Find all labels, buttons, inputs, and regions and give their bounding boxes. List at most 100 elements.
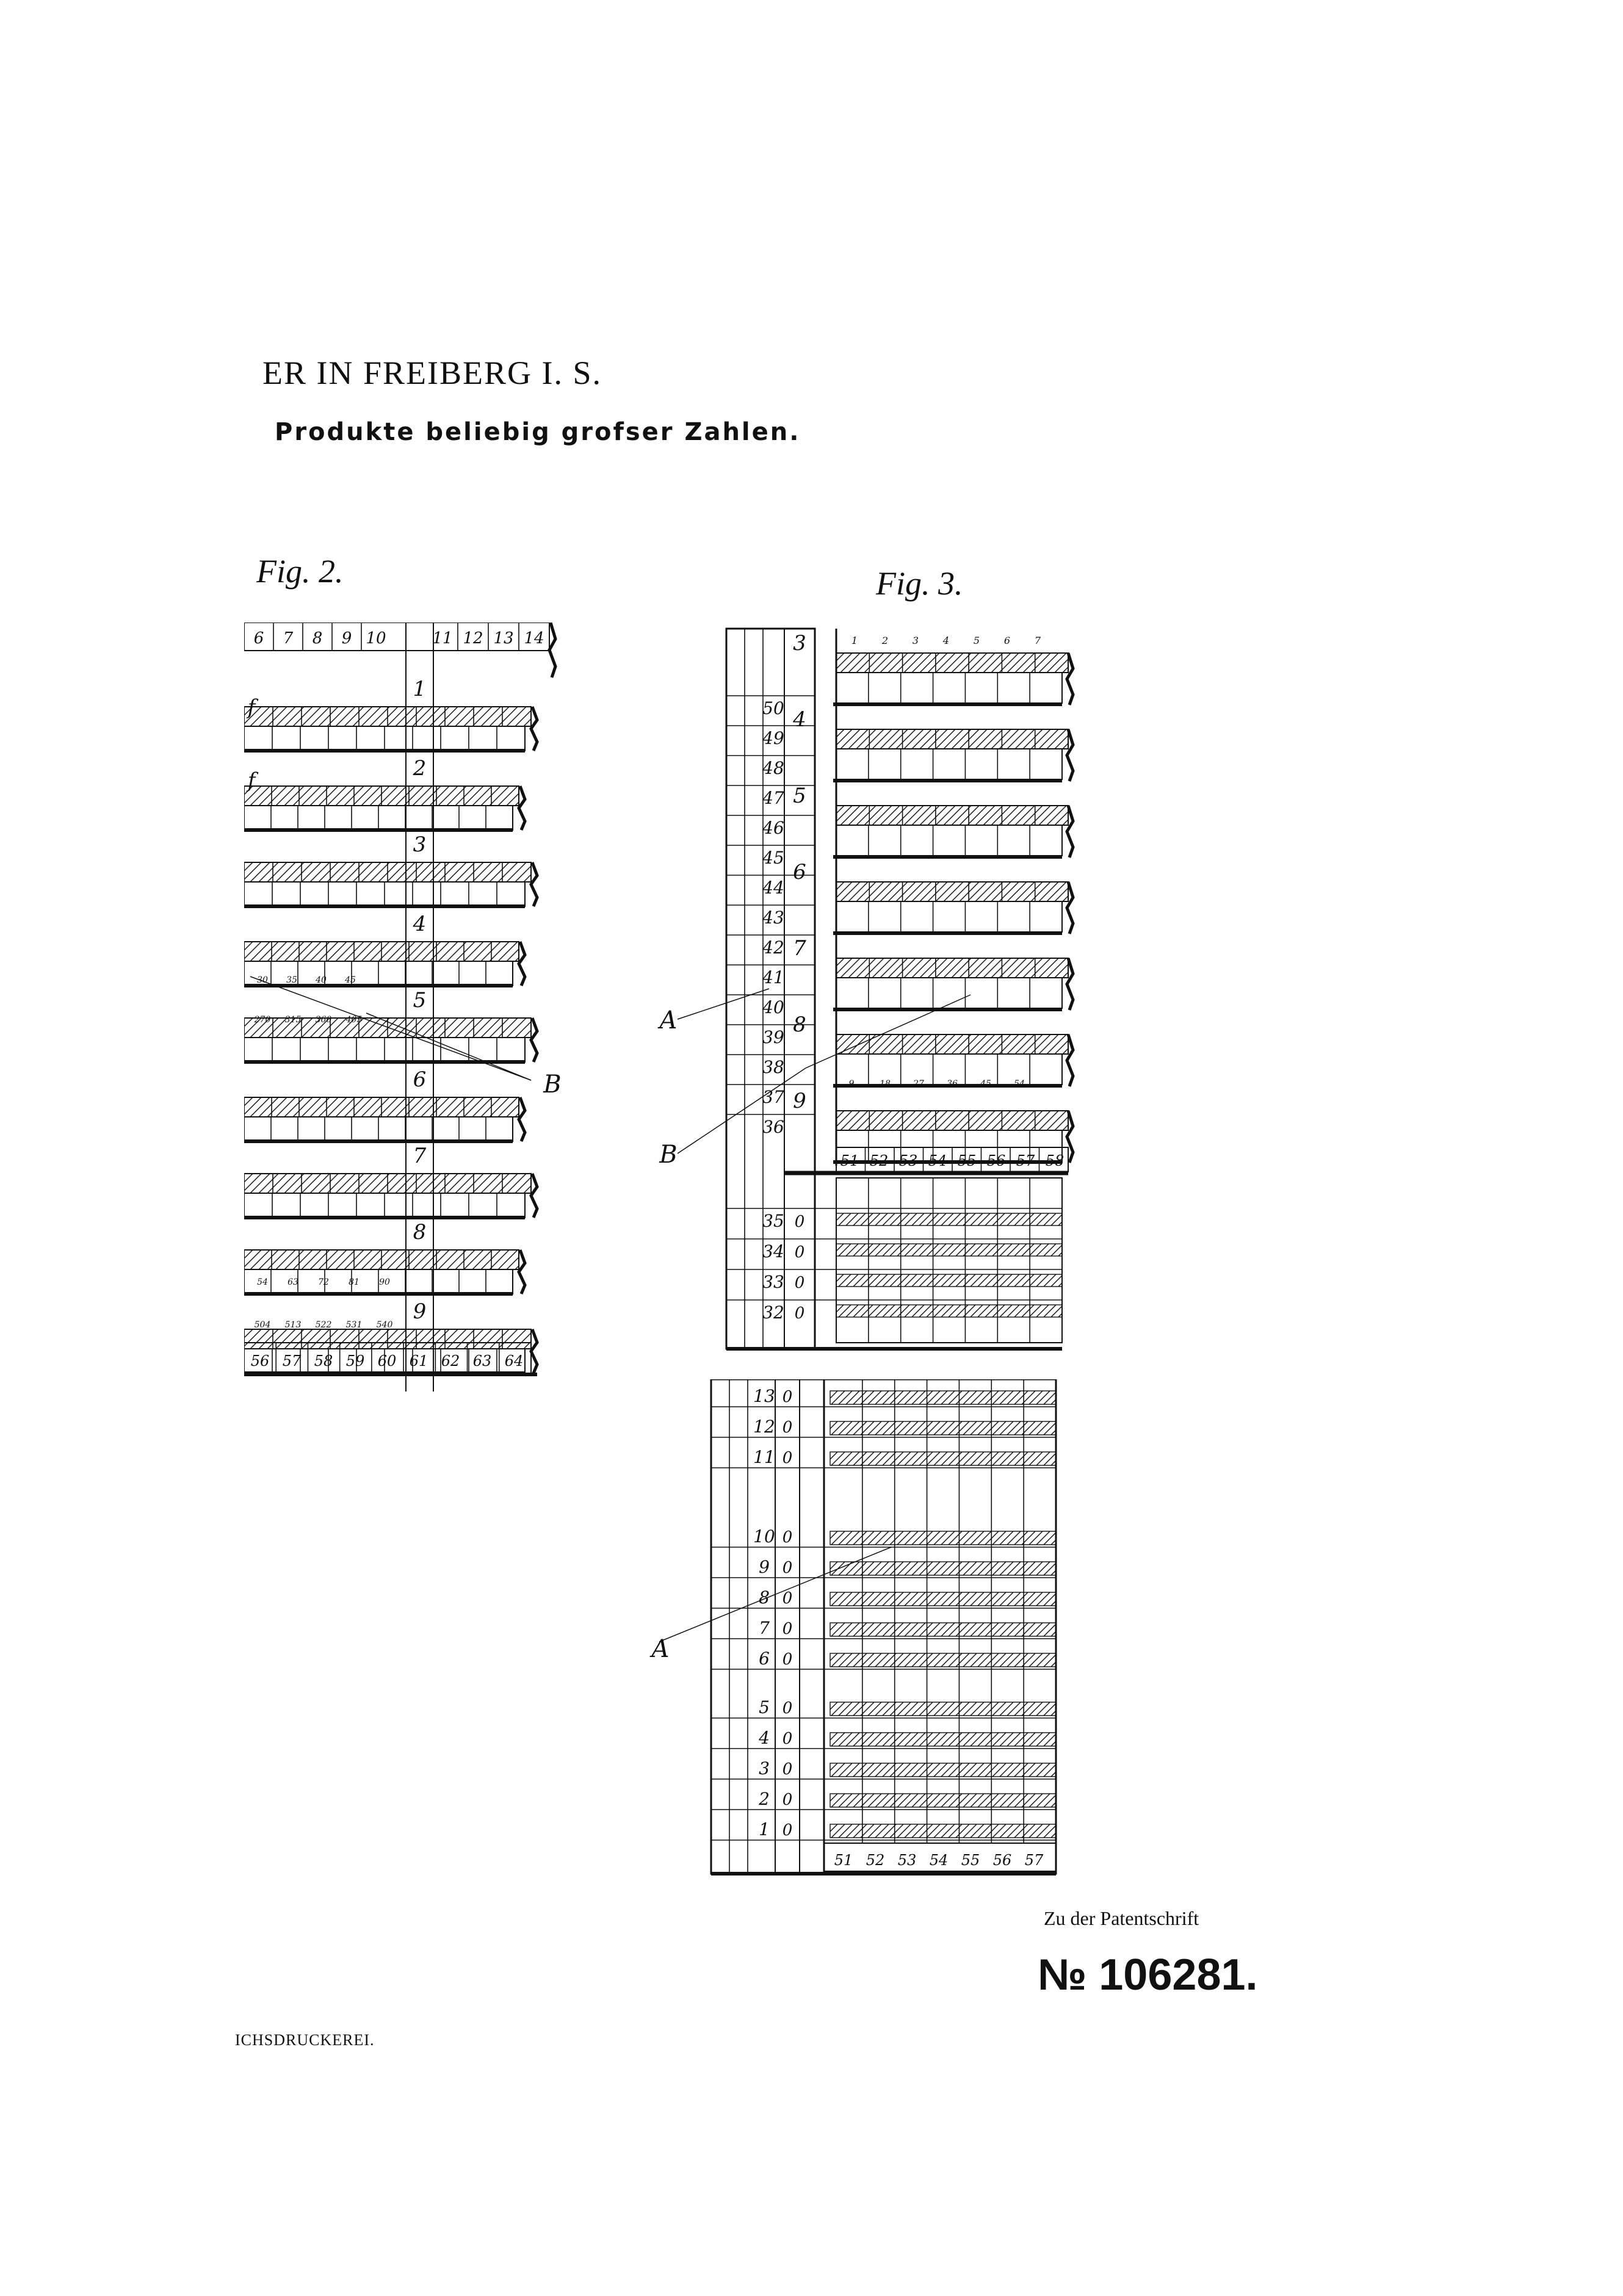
fig2-hatch-line — [403, 1173, 424, 1194]
fig3-hatch-line — [875, 1732, 889, 1747]
fig3-hatch-line — [985, 1213, 998, 1226]
fig2-hatch-line — [244, 1173, 262, 1191]
fig3-hatch-line — [845, 1702, 860, 1716]
fig3-hatch-line — [867, 1451, 882, 1466]
fig3-hatch-line — [856, 652, 877, 673]
fig2-hatch-line — [352, 1329, 373, 1349]
fig2-hatch-line — [480, 1097, 501, 1117]
fig3-hatch-line — [903, 652, 924, 673]
fig3-hatch-line — [1014, 1421, 1028, 1435]
fig3-bottom-label: 54 — [928, 1152, 947, 1169]
fig2-small-label: 45 — [344, 975, 356, 985]
fig2-hatch-line — [244, 862, 262, 880]
fig3-hatch-line — [1050, 1661, 1057, 1667]
fig3-hatch-line — [845, 1451, 860, 1466]
fig3-hatch-line — [1062, 666, 1069, 673]
fig3-zero-digit: 0 — [783, 1559, 793, 1577]
fig3-left-number: 5 — [759, 1697, 770, 1717]
fig2-hatch-line — [489, 1173, 510, 1194]
fig3-hatch-line — [897, 1702, 911, 1716]
fig3-hatch-line — [1038, 958, 1059, 978]
fig3-hatch-line — [970, 1531, 985, 1545]
fig3-hatch-line — [1028, 1622, 1043, 1637]
fig3-hatch-line — [911, 1110, 932, 1131]
fig2-hatch-line — [480, 1329, 501, 1349]
fig2-hatch-line — [395, 1329, 416, 1349]
fig3-hatch-line — [860, 1793, 875, 1808]
fig3-hatch-line — [959, 652, 980, 673]
fig2-hatch-line — [412, 785, 433, 806]
fig2-caption: Fig. 2. — [256, 553, 344, 590]
fig2-hatch-line — [275, 1249, 296, 1270]
fig3-hatch-line — [860, 1304, 873, 1318]
fig3-hatch-line — [955, 1793, 970, 1808]
fig2-hatch-line — [386, 1329, 407, 1349]
fig2-hatch-line — [421, 785, 441, 806]
fig3-hatch-line — [959, 881, 980, 902]
fig3-hatch-line — [1046, 652, 1067, 673]
fig3-hatch-line — [872, 729, 892, 749]
fig3-hatch-line — [845, 1421, 860, 1435]
fig3-hatch-line — [836, 1034, 853, 1051]
fig3-hatch-line — [830, 1421, 838, 1429]
fig3-hatch-line — [1014, 1732, 1028, 1747]
fig2-small-label: 540 — [377, 1320, 393, 1330]
fig2-hatch-line — [463, 1249, 484, 1270]
fig2-small-label: 531 — [346, 1320, 363, 1330]
fig3-hatch-line — [955, 1763, 970, 1777]
fig3-hatch-line — [963, 1531, 977, 1545]
fig3-hatch-line — [1014, 1451, 1028, 1466]
fig3-hatch-line — [887, 1110, 908, 1131]
fig3-leader-line — [677, 988, 770, 1020]
fig2-hatch-line — [523, 874, 532, 883]
fig2-hatch-line — [309, 1173, 330, 1194]
fig3-hatch-line — [977, 1763, 992, 1777]
fig3-hatch-line — [955, 1390, 970, 1405]
fig2-hatch-line — [284, 1249, 305, 1270]
fig2-hatch-line — [335, 1017, 356, 1038]
fig3-hatch-line — [977, 1531, 992, 1545]
fig3-hatch-line — [845, 1561, 860, 1576]
fig3-hatch-line — [983, 652, 1003, 673]
fig2-top-label: 12 — [463, 629, 483, 648]
fig3-hatch-line — [941, 1243, 954, 1257]
fig3-torn-edge — [1065, 881, 1075, 934]
fig3-hatch-line — [1030, 652, 1051, 673]
fig3-hatch-line — [860, 1274, 873, 1287]
fig2-hatch-line — [352, 785, 373, 806]
fig3-hatch-line — [882, 1421, 897, 1435]
fig3-hatch-line — [941, 1824, 955, 1838]
fig2-hatch-line — [386, 1249, 407, 1270]
fig3-hatch-line — [992, 1763, 1007, 1777]
fig3-hatch-line — [1014, 1274, 1027, 1287]
fig3-hatch-line — [831, 1763, 845, 1777]
fig3-hatch-line — [889, 1390, 904, 1405]
fig2-hatch-line — [292, 1097, 313, 1117]
fig2-hatch-line — [301, 1329, 322, 1349]
fig2-top-label: 9 — [342, 629, 352, 648]
fig3-hatch-line — [904, 1243, 917, 1257]
fig3-hatch-line — [991, 1110, 1011, 1131]
fig2-center-number: 8 — [413, 1220, 427, 1244]
fig3-hatch-line — [882, 1763, 897, 1777]
fig3-hatch-line — [1021, 1653, 1036, 1667]
fig2-center-number: 6 — [413, 1067, 427, 1092]
fig3-hatch-line — [1007, 1034, 1027, 1055]
fig3-hatch-line — [836, 652, 853, 670]
fig2-hatch-line — [403, 1097, 424, 1117]
header-title: ER IN FREIBERG I. S. — [262, 355, 602, 391]
fig3-hatch-line — [853, 1304, 866, 1318]
fig3-hatch-line — [836, 1034, 845, 1043]
fig3-hatch-line — [838, 1622, 853, 1637]
fig3-hatch-line — [856, 881, 877, 902]
fig3-hatch-line — [867, 1824, 882, 1838]
fig3-hatch-line — [1043, 1532, 1057, 1545]
fig3-hatch-line — [975, 1110, 996, 1131]
fig2-hatch-line — [515, 957, 519, 962]
fig3-zero-digit: 0 — [795, 1213, 805, 1231]
fig2-hatch-line — [429, 706, 450, 727]
fig2-hatch-line — [267, 1017, 287, 1038]
fig3-left-number: 34 — [762, 1241, 784, 1262]
fig3-hatch-line — [897, 1390, 911, 1405]
fig3-hatch-line — [985, 1763, 999, 1777]
